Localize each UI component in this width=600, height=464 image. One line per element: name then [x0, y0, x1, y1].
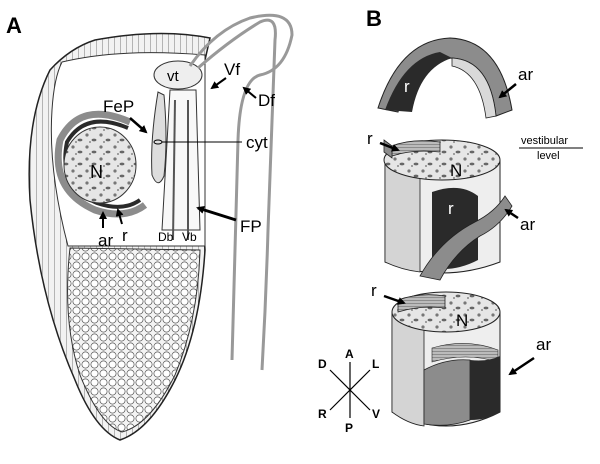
- label-db: Db: [158, 230, 174, 244]
- vestibulum: [153, 60, 203, 90]
- mid-ar-strap: [419, 195, 513, 281]
- mid-left-face: [384, 159, 421, 273]
- label-top-ar: ar: [518, 65, 533, 84]
- arrow-fp: [196, 205, 237, 222]
- arch-side: [451, 57, 497, 119]
- pharynx: vt: [151, 60, 203, 241]
- label-vf: Vf: [224, 60, 240, 79]
- feeding-pocket: [151, 91, 167, 184]
- arch-r: [385, 52, 452, 112]
- arrow-low-ar: [508, 356, 535, 376]
- label-mid-r2: r: [448, 199, 454, 218]
- dorsal-bar: [172, 99, 176, 241]
- top-arch: r ar: [377, 37, 533, 119]
- label-ar: ar: [98, 231, 113, 250]
- low-ar-wrap: [423, 359, 471, 426]
- label-vest2: level: [537, 150, 560, 162]
- arrow-r: [115, 208, 124, 225]
- label-vb: Vb: [182, 230, 197, 244]
- label-low-n: N: [456, 311, 468, 330]
- feeding-pipe: [161, 89, 201, 231]
- mid-r-rim: [391, 140, 441, 157]
- axis-v: V: [372, 407, 380, 421]
- label-mid-n: N: [450, 161, 462, 180]
- low-left-face: [391, 311, 425, 427]
- panel-label-b: B: [366, 6, 382, 31]
- posterior-granules: [67, 247, 201, 433]
- dorsal-flagellum: [188, 13, 294, 361]
- label-low-ar: ar: [536, 335, 551, 354]
- arrow-low-r: [383, 294, 406, 305]
- label-cyt: cyt: [246, 133, 268, 152]
- low-r-wrap: [470, 356, 500, 420]
- panel-label-a: A: [6, 13, 22, 38]
- lower-cylinder: N r ar: [371, 281, 551, 427]
- label-mid-ar: ar: [520, 215, 535, 234]
- label-r: r: [122, 226, 128, 245]
- compass-lr: [329, 369, 371, 411]
- ventral-flagellum: [197, 18, 277, 371]
- axis-r: R: [318, 407, 327, 421]
- label-mid-r: r: [367, 129, 373, 148]
- label-fep: FeP: [103, 97, 134, 116]
- label-fp: FP: [240, 217, 262, 236]
- arrow-mid-ar: [504, 208, 519, 220]
- arrow-mid-r: [379, 141, 400, 152]
- axis-a: A: [345, 347, 354, 361]
- label-df: Df: [258, 91, 275, 110]
- low-r-rim: [397, 294, 446, 313]
- label-vt: vt: [167, 68, 180, 85]
- label-low-r: r: [371, 281, 377, 300]
- label-n: N: [90, 162, 103, 182]
- label-vest1: vestibular: [521, 135, 568, 147]
- middle-cylinder: N r r ar: [367, 129, 535, 281]
- axis-p: P: [345, 421, 353, 435]
- axis-d: D: [318, 357, 327, 371]
- arrow-df: [242, 86, 257, 99]
- arrow-vf: [210, 77, 227, 90]
- axis-l: L: [372, 357, 379, 371]
- orientation-compass: A P D L R V: [318, 347, 380, 435]
- nucleus: [63, 126, 137, 204]
- arrow-fep: [129, 117, 148, 134]
- label-top-r: r: [404, 77, 410, 96]
- arrow-top-ar: [498, 83, 517, 99]
